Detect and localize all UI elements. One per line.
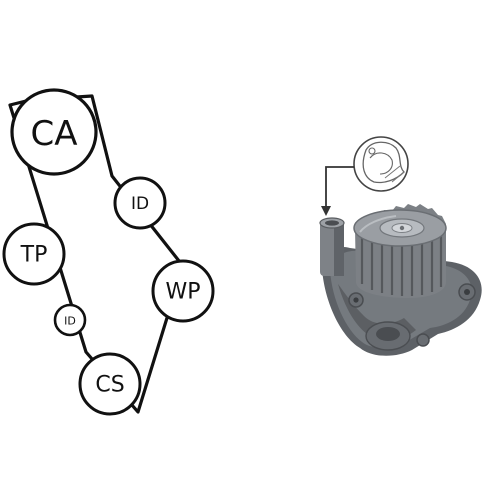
pulley-label: ID [131, 194, 149, 214]
water-pump-image [319, 204, 482, 356]
pulley-tp: TP [2, 222, 66, 286]
pulley-label: WP [165, 280, 200, 305]
pulley-label: CA [31, 114, 78, 154]
pulley-id-upper: ID [113, 176, 167, 230]
pulley-label: TP [20, 243, 48, 268]
callout-arrow [321, 166, 354, 216]
thermostat-detail-icon [353, 136, 409, 192]
pulley-ca: CA [10, 88, 98, 176]
pulley-label: ID [64, 315, 76, 328]
belt-diagram: CA ID TP WP ID CS [2, 88, 215, 416]
pulley-label: CS [95, 373, 124, 398]
pulley-id-lower: ID [53, 303, 87, 337]
pump-gear [353, 204, 447, 298]
pulley-cs: CS [78, 352, 142, 416]
pulley-wp: WP [151, 259, 215, 323]
